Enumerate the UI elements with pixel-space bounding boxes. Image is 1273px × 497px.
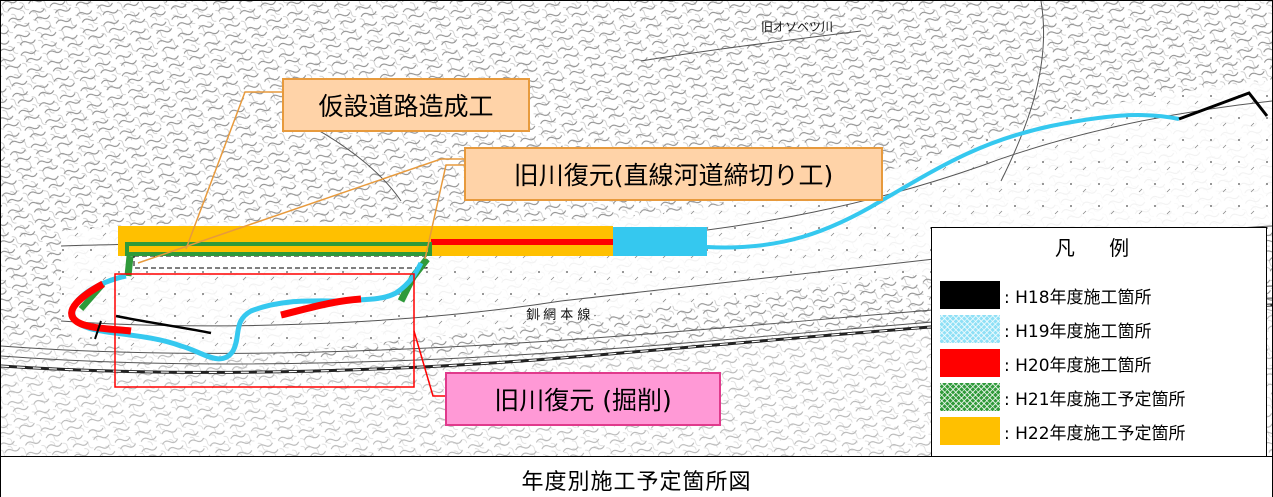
callout-straight-channel-closure: 旧川復元(直線河道締切り工) [464, 147, 883, 201]
legend-label-h18: : H18年度施工箇所 [1004, 287, 1152, 308]
h19-channel-block [613, 227, 707, 256]
h20-meander-west [68, 280, 132, 335]
legend-item-h20: : H20年度施工箇所 [940, 348, 1152, 378]
callout-leaders [137, 91, 464, 397]
legend-swatch-h20 [940, 349, 1000, 377]
legend-label-h20: : H20年度施工箇所 [1004, 355, 1152, 376]
legend-item-h22: : H22年度施工予定箇所 [940, 416, 1186, 446]
h20-meander-center [280, 295, 362, 319]
legend-title: 凡 例 [1054, 236, 1144, 260]
straight-channel-closure-outline [133, 255, 428, 269]
legend-swatch-h18 [940, 281, 1000, 309]
excavation-outline [114, 273, 415, 388]
h21-closure-frame [125, 242, 432, 256]
h18-segment-west [115, 314, 212, 335]
callout-temporary-road: 仮設道路造成工 [282, 78, 530, 132]
caption-bar: 年度別施工予定箇所図 [1, 456, 1272, 497]
h19-main-river [706, 113, 1180, 250]
floodplain-marks [61, 81, 1272, 355]
h18-segment-spur [94, 320, 102, 340]
h21-west-closure [124, 255, 134, 277]
legend-swatch-h22 [940, 417, 1000, 445]
legend-label-h19: : H19年度施工箇所 [1004, 321, 1152, 342]
legend-label-h21: : H21年度施工予定箇所 [1004, 389, 1186, 410]
h20-road-segment [431, 239, 613, 245]
legend-item-h21: : H21年度施工予定箇所 [940, 382, 1186, 412]
legend-item-h18: : H18年度施工箇所 [940, 280, 1152, 310]
legend-swatch-h21 [940, 383, 1000, 411]
figure-caption: 年度別施工予定箇所図 [521, 470, 752, 495]
callout-excavation: 旧川復元 (掘削) [445, 372, 721, 426]
legend-label-h22: : H22年度施工予定箇所 [1004, 423, 1186, 444]
legend: 凡 例 : H18年度施工箇所 : H19年度施工箇所 : H20年度施工箇所 … [931, 227, 1267, 457]
h18-segment-northeast [1178, 91, 1269, 121]
legend-swatch-h19 [940, 315, 1000, 343]
old-river-label: 旧オソベツ川 [761, 20, 833, 34]
legend-item-h19: : H19年度施工箇所 [940, 314, 1152, 344]
rail-line-label: 釧 網 本 線 [526, 307, 590, 323]
